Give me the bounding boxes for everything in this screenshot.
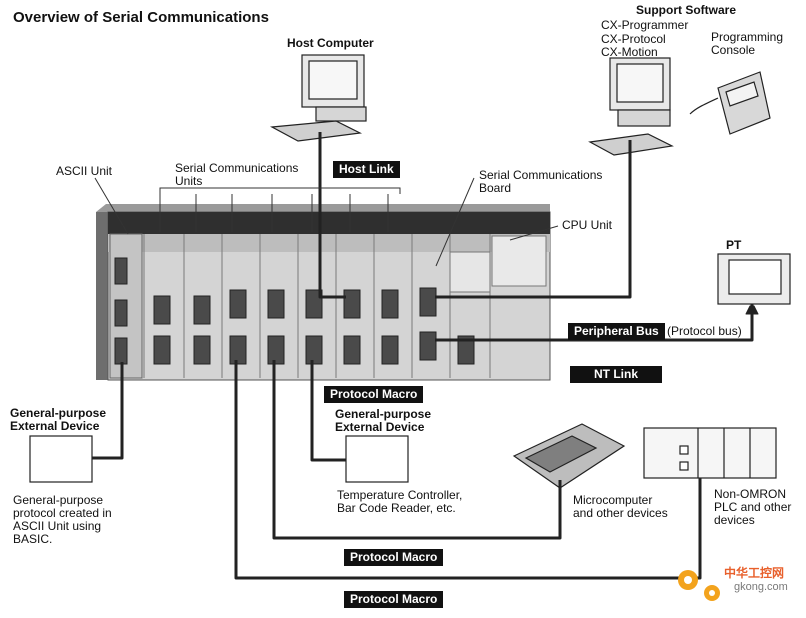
pt-icon bbox=[717, 253, 791, 305]
watermark-logo bbox=[678, 570, 720, 601]
protocol-bus-label: (Protocol bus) bbox=[667, 324, 742, 338]
plc-rack bbox=[96, 204, 551, 381]
support-item-cx-motion: CX-Motion bbox=[601, 45, 658, 59]
host-link-tag: Host Link bbox=[333, 161, 400, 178]
scu-label: Serial Communications Units bbox=[175, 161, 299, 188]
watermark-cn: 中华工控网 bbox=[724, 566, 785, 580]
other-plc-label: Non-OMRON PLC and other devices bbox=[714, 487, 792, 527]
left-device-desc: General-purpose protocol created in ASCI… bbox=[13, 493, 112, 546]
scb-label: Serial Communications Board bbox=[479, 168, 603, 195]
other-plc-icon bbox=[643, 427, 777, 479]
programming-console-icon bbox=[689, 71, 771, 135]
protocol-macro-tag-1: Protocol Macro bbox=[324, 386, 424, 403]
support-software-title: Support Software bbox=[636, 3, 737, 17]
cpu-unit-label: CPU Unit bbox=[562, 218, 613, 232]
support-item-cx-programmer: CX-Programmer bbox=[601, 18, 689, 32]
mid-device-box bbox=[345, 435, 409, 483]
programming-console-label: Programming Console bbox=[711, 30, 784, 57]
left-device-title: General-purpose External Device bbox=[10, 406, 107, 433]
host-computer-label: Host Computer bbox=[287, 36, 374, 50]
peripheral-bus-tag: Peripheral Bus bbox=[568, 323, 665, 340]
ascii-unit-label: ASCII Unit bbox=[56, 164, 113, 178]
host-computer-icon bbox=[269, 54, 367, 142]
microcomputer-label: Microcomputer and other devices bbox=[573, 493, 668, 520]
protocol-macro-tag-3: Protocol Macro bbox=[344, 591, 444, 608]
mid-device-title: General-purpose External Device bbox=[335, 407, 432, 434]
protocol-macro-tag-2: Protocol Macro bbox=[344, 549, 444, 566]
page-title: Overview of Serial Communications bbox=[13, 9, 269, 26]
nt-link-tag: NT Link bbox=[570, 366, 662, 383]
mid-device-desc: Temperature Controller, Bar Code Reader,… bbox=[337, 488, 463, 515]
pt-label: PT bbox=[726, 238, 742, 252]
left-device-box bbox=[29, 435, 93, 483]
support-item-cx-protocol: CX-Protocol bbox=[601, 32, 666, 46]
cables bbox=[92, 132, 759, 580]
microcomputer-icon bbox=[512, 423, 626, 489]
callout-lines bbox=[94, 177, 559, 267]
watermark-site: gkong.com bbox=[734, 581, 788, 593]
